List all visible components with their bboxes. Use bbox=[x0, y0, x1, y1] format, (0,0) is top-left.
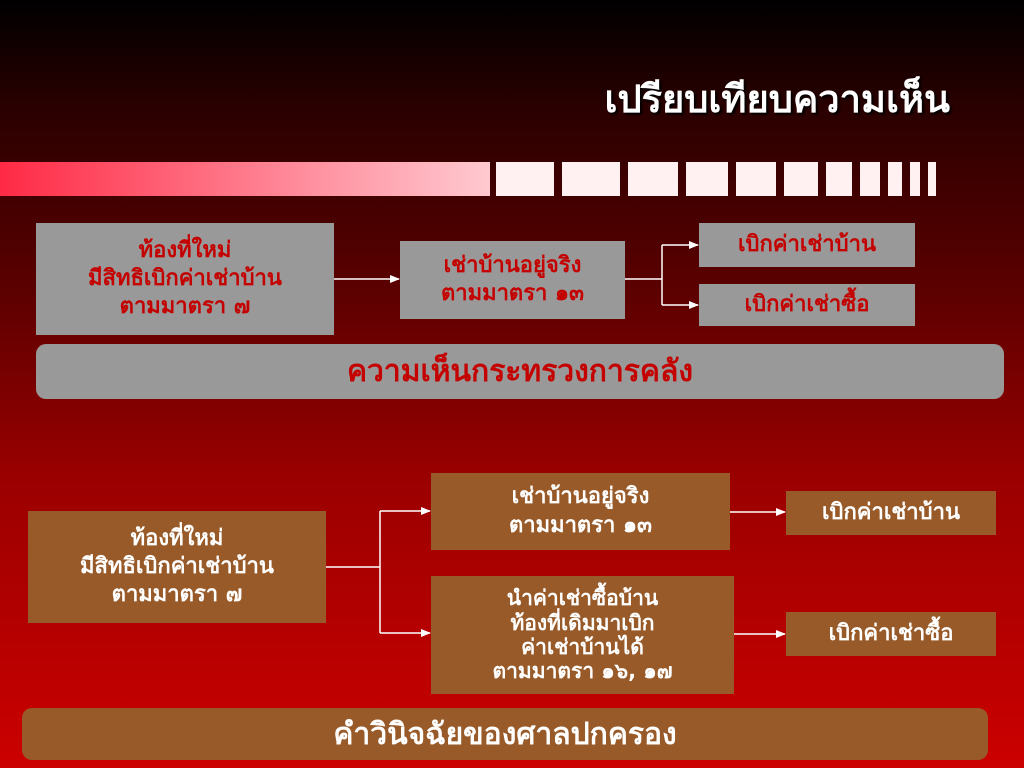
s2-right-top-box: เบิกค่าเช่าบ้าน bbox=[786, 491, 996, 535]
decorative-stripe-gradient bbox=[0, 162, 490, 196]
s1-middle-line-1: เช่าบ้านอยู่จริง bbox=[443, 252, 582, 278]
s2-bottom-line-3: ค่าเช่าบ้านได้ bbox=[521, 635, 644, 659]
s2-bottom-line-4: ตามมาตรา ๑๖, ๑๗ bbox=[492, 659, 673, 684]
stripe-block bbox=[928, 162, 936, 196]
stripe-block bbox=[736, 162, 776, 196]
s1-middle-box: เช่าบ้านอยู่จริง ตามมาตรา ๑๓ bbox=[400, 241, 625, 319]
stripe-block bbox=[628, 162, 678, 196]
s1-banner-ministry-of-finance: ความเห็นกระทรวงการคลัง bbox=[36, 344, 1004, 399]
slide-title: เปรียบเทียบความเห็น bbox=[604, 76, 951, 121]
s2-bottom-box: นำค่าเช่าซื้อบ้าน ท้องที่เดิมมาเบิก ค่าเ… bbox=[431, 576, 734, 694]
s2-top-line-1: เช่าบ้านอยู่จริง bbox=[511, 484, 650, 510]
s2-left-line-3: ตามมาตรา ๗ bbox=[111, 582, 243, 608]
s2-right-bottom-box: เบิกค่าเช่าซื้อ bbox=[786, 612, 996, 656]
stripe-block bbox=[888, 162, 902, 196]
s2-banner-administrative-court: คำวินิจฉัยของศาลปกครอง bbox=[22, 708, 988, 760]
stripe-block bbox=[496, 162, 554, 196]
stripe-block bbox=[860, 162, 880, 196]
s1-middle-line-2: ตามมาตรา ๑๓ bbox=[440, 281, 585, 306]
s1-right-bottom-box: เบิกค่าเช่าซื้อ bbox=[699, 284, 915, 326]
s1-left-line-2: มีสิทธิเบิกค่าเช่าบ้าน bbox=[88, 265, 282, 291]
s2-top-box: เช่าบ้านอยู่จริง ตามมาตรา ๑๓ bbox=[431, 473, 730, 550]
stripe-block bbox=[686, 162, 728, 196]
s2-left-box: ท้องที่ใหม่ มีสิทธิเบิกค่าเช่าบ้าน ตามมา… bbox=[28, 511, 326, 623]
stripe-block bbox=[784, 162, 818, 196]
s1-left-box: ท้องที่ใหม่ มีสิทธิเบิกค่าเช่าบ้าน ตามมา… bbox=[36, 223, 334, 335]
s2-left-line-1: ท้องที่ใหม่ bbox=[130, 525, 224, 551]
stripe-block bbox=[910, 162, 920, 196]
s1-right-top-box: เบิกค่าเช่าบ้าน bbox=[699, 223, 915, 267]
stripe-block bbox=[826, 162, 852, 196]
s1-left-line-3: ตามมาตรา ๗ bbox=[119, 294, 251, 320]
s1-left-line-1: ท้องที่ใหม่ bbox=[138, 237, 232, 263]
s2-bottom-line-2: ท้องที่เดิมมาเบิก bbox=[510, 610, 655, 635]
s2-bottom-line-1: นำค่าเช่าซื้อบ้าน bbox=[506, 586, 659, 611]
s2-top-line-2: ตามมาตรา ๑๓ bbox=[508, 512, 653, 538]
stripe-block bbox=[562, 162, 620, 196]
s2-left-line-2: มีสิทธิเบิกค่าเช่าบ้าน bbox=[80, 553, 274, 579]
